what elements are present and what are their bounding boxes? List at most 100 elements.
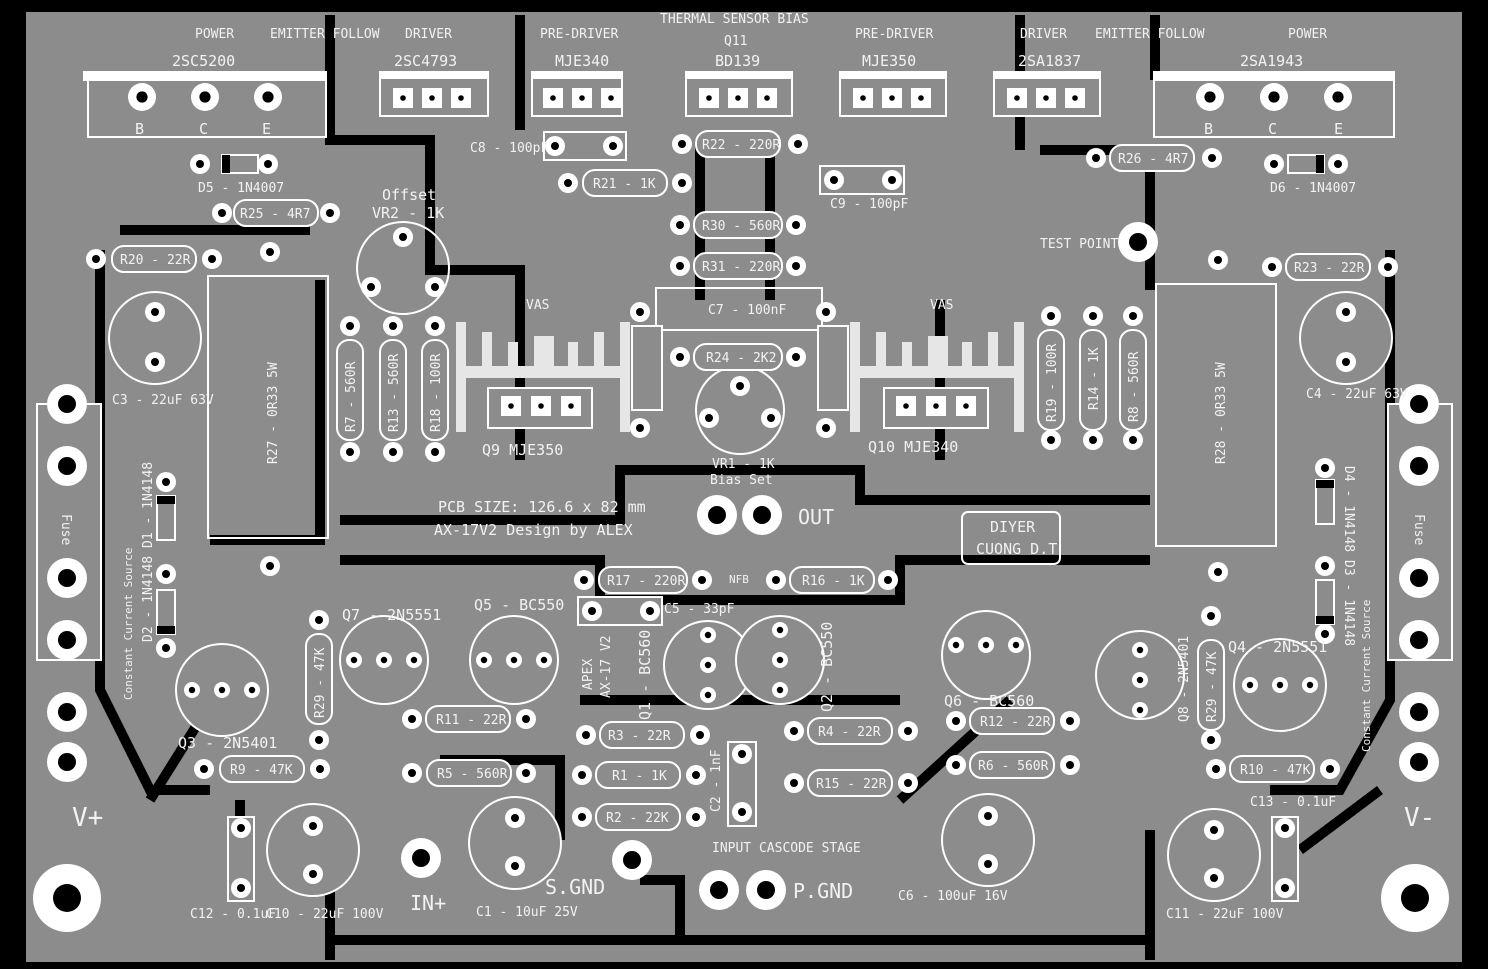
pad-hole — [676, 221, 684, 229]
pad-hole — [1342, 358, 1350, 366]
pad-hole — [830, 176, 838, 184]
q7-label: Q7 - 2N5551 — [342, 606, 441, 624]
pad-hole — [200, 765, 208, 773]
pad-hole — [705, 414, 713, 422]
sgnd-label: S.GND — [545, 875, 605, 899]
r29b-label: R29 - 47K — [1205, 651, 1220, 722]
pad-hole — [316, 765, 324, 773]
c6-label: C6 - 100uF 16V — [898, 889, 1008, 904]
c5-label: C5 - 33pF — [664, 602, 735, 617]
vplus-label: V+ — [72, 803, 103, 833]
pad-hole — [1207, 736, 1215, 744]
pad-hole — [196, 160, 204, 168]
apex2-label: AX-17 V2 — [599, 635, 614, 698]
pad-hole — [151, 358, 159, 366]
r20-label: R20 - 22R — [120, 253, 191, 268]
pad-hole — [346, 448, 354, 456]
pad-hole — [564, 179, 572, 187]
pad-hole — [151, 308, 159, 316]
vr1-label: VR1 - 1K — [712, 457, 775, 472]
c10-label: C10 - 22uF 100V — [266, 907, 384, 922]
pad-hole — [429, 95, 435, 101]
r23-label: R23 - 22R — [1294, 261, 1365, 276]
heatsink-left — [456, 322, 630, 432]
pad-hole — [1268, 263, 1276, 271]
pad-hole — [1129, 312, 1137, 320]
power-label-right: POWER — [1288, 27, 1327, 42]
apex-label: APEX — [581, 659, 596, 690]
pad-hole — [568, 403, 574, 409]
pad-hole — [772, 576, 780, 584]
heatsink-right — [850, 322, 1024, 432]
q6-label: Q6 - BC560 — [944, 692, 1034, 710]
pad-hole — [1092, 154, 1100, 162]
pad-hole — [1210, 874, 1218, 882]
pad-hole — [776, 626, 784, 634]
pad-hole — [199, 91, 211, 103]
pad-hole — [776, 656, 784, 664]
test-point-label: TEST POINT — [1040, 237, 1118, 252]
pad-hole — [738, 750, 746, 758]
d6-label: D6 - 1N4007 — [1270, 181, 1356, 196]
pad-hole — [952, 641, 960, 649]
pad-hole — [676, 262, 684, 270]
hole — [58, 457, 76, 475]
c2-label: C2 - 1nF — [709, 749, 724, 812]
power-label-left: POWER — [195, 27, 234, 42]
pad-hole — [776, 686, 784, 694]
pad-hole — [698, 576, 706, 584]
r2-label: R2 - 22K — [606, 811, 669, 826]
pad-hole — [790, 727, 798, 735]
pad-hole — [309, 822, 317, 830]
pad-hole — [1212, 765, 1220, 773]
pad-hole — [162, 644, 170, 652]
pad-hole — [692, 813, 700, 821]
pad-hole — [736, 382, 744, 390]
transistor-mje350-top: MJE350 — [862, 52, 916, 70]
pad-hole — [248, 686, 256, 694]
r30-label: R30 - 560R — [702, 219, 780, 234]
pad-hole — [1214, 256, 1222, 264]
pad-hole — [692, 771, 700, 779]
pad-hole — [636, 308, 644, 316]
transistor-mje340-top: MJE340 — [555, 52, 609, 70]
power-resistors — [207, 275, 1277, 565]
pad-hole — [579, 95, 585, 101]
pad-hole — [1214, 568, 1222, 576]
vminus-label: V- — [1404, 803, 1435, 833]
pad-hole — [1384, 263, 1392, 271]
pad-hole — [218, 209, 226, 217]
r10-label: R10 - 47K — [1240, 763, 1311, 778]
hole — [53, 884, 81, 912]
d3-label: D3 - 1N4148 — [1341, 560, 1356, 646]
pad-hole — [889, 95, 895, 101]
cascode-label: INPUT CASCODE STAGE — [712, 841, 861, 856]
pad-hole — [399, 233, 407, 241]
pad-hole — [458, 95, 464, 101]
ccs-label-right: Constant Current Source — [1360, 600, 1373, 752]
driver-label-right: DRIVER — [1020, 27, 1067, 42]
pad-hole — [1321, 562, 1329, 570]
pad-hole — [162, 570, 170, 578]
hole — [710, 881, 728, 899]
r22-label: R22 - 220R — [702, 138, 780, 153]
r24-label: R24 - 2K2 — [706, 351, 776, 366]
pad-hole — [1321, 464, 1329, 472]
pad-hole — [982, 641, 990, 649]
r12-label: R12 - 22R — [980, 715, 1051, 730]
pad-hole — [1204, 91, 1216, 103]
transistor-2sc5200: 2SC5200 — [172, 52, 235, 70]
pad-hole — [1332, 91, 1344, 103]
diyer-label: DIYER — [990, 518, 1036, 536]
hole — [58, 631, 76, 649]
pad-hole — [609, 142, 617, 150]
hole — [1410, 631, 1428, 649]
hole — [1401, 884, 1429, 912]
r19-label: R19 - 100R — [1045, 344, 1060, 422]
hole — [1129, 233, 1147, 251]
pad-hole — [266, 562, 274, 570]
pad-hole — [888, 176, 896, 184]
pad-hole — [1342, 308, 1350, 316]
fuse-label-left: Fuse — [58, 514, 73, 545]
